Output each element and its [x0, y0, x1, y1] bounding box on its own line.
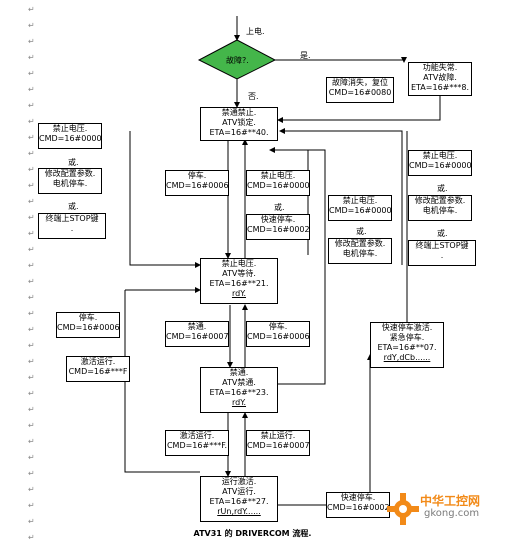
- shutdown-command: 停车. CMD=16#0006: [165, 170, 229, 196]
- paragraph-mark: ↵: [28, 325, 35, 334]
- yes-label: 是.: [300, 51, 311, 60]
- paragraph-mark: ↵: [28, 21, 35, 30]
- power-on-label: 上电.: [246, 27, 265, 36]
- decision-diamond: [197, 39, 277, 80]
- paragraph-mark: ↵: [28, 85, 35, 94]
- paragraph-mark: ↵: [28, 373, 35, 382]
- paragraph-marks: ↵ ↵ ↵ ↵ ↵ ↵ ↵ ↵ ↵ ↵ ↵ ↵ ↵ ↵ ↵ ↵ ↵ ↵ ↵ ↵ ↵ ↵ ↵ ↵ ↵ ↵ ↵ ↵ ↵ ↵ ↵ ↵ ↵ ↵: [28, 0, 40, 545]
- disable-voltage-command-mid: 禁止电压. CMD=16#0000: [246, 170, 310, 196]
- paragraph-mark: ↵: [28, 213, 35, 222]
- or-connector-mid-2: 或.: [356, 227, 367, 236]
- paragraph-mark: ↵: [28, 181, 35, 190]
- or-connector-mid-1: 或.: [274, 203, 285, 212]
- paragraph-mark: ↵: [28, 261, 35, 270]
- watermark-brand-cn: 中华工控网: [420, 494, 481, 508]
- fault-active-state: 功能失常. ATV故障. ETA=16#***8.: [408, 62, 472, 96]
- right-modify-params-condition: 修改配置参数. 电机停车.: [408, 195, 472, 221]
- paragraph-mark: ↵: [28, 437, 35, 446]
- shutdown-command-2: 停车. CMD=16#0006: [246, 321, 310, 347]
- paragraph-mark: ↵: [28, 69, 35, 78]
- right-disable-voltage-command: 禁止电压. CMD=16#0000: [408, 150, 472, 176]
- paragraph-mark: ↵: [28, 421, 35, 430]
- gear-logo-icon: [387, 493, 419, 525]
- paragraph-mark: ↵: [28, 101, 35, 110]
- left-stop-key-condition: 终端上STOP键 .: [38, 213, 106, 239]
- quick-stop-command-mid: 快速停车. CMD=16#0002: [246, 214, 310, 240]
- paragraph-mark: ↵: [28, 117, 35, 126]
- left-disable-voltage-command: 禁止电压. CMD=16#0000: [38, 123, 102, 149]
- disable-voltage-command-mid2: 禁止电压. CMD=16#0000: [328, 195, 392, 221]
- paragraph-mark: ↵: [28, 517, 35, 526]
- right-stop-key-condition: 终端上STOP键 .: [408, 240, 476, 266]
- ready-to-switch-on-state: 禁止电压. ATV等待. ETA=16#**21. rdY.: [200, 258, 278, 304]
- switch-on-command: 禁通. CMD=16#0007: [165, 321, 229, 347]
- paragraph-mark: ↵: [28, 389, 35, 398]
- paragraph-mark: ↵: [28, 197, 35, 206]
- paragraph-mark: ↵: [28, 5, 35, 14]
- or-connector-left-1: 或.: [68, 158, 79, 167]
- or-connector-left-2: 或.: [68, 202, 79, 211]
- paragraph-mark: ↵: [28, 133, 35, 142]
- quick-stop-command-bottom: 快速停车. CMD=16#0002: [326, 492, 390, 518]
- paragraph-mark: ↵: [28, 309, 35, 318]
- paragraph-mark: ↵: [28, 37, 35, 46]
- paragraph-mark: ↵: [28, 405, 35, 414]
- paragraph-mark: ↵: [28, 469, 35, 478]
- paragraph-mark: ↵: [28, 453, 35, 462]
- switch-on-disabled-state: 禁通禁止. ATV锁定. ETA=16#**40.: [200, 107, 278, 141]
- paragraph-mark: ↵: [28, 533, 35, 542]
- paragraph-mark: ↵: [28, 501, 35, 510]
- decision-label: 故障?.: [226, 56, 249, 65]
- paragraph-mark: ↵: [28, 277, 35, 286]
- paragraph-mark: ↵: [28, 357, 35, 366]
- operation-enabled-state: 运行激活. ATV运行. ETA=16#**27. rUn,rdY......: [200, 476, 278, 522]
- paragraph-mark: ↵: [28, 149, 35, 158]
- enable-operation-command-left: 激活运行. CMD=16#***F: [66, 356, 130, 382]
- fault-reset-command: 故障消失，复位 CMD=16#0080: [326, 77, 394, 103]
- watermark-brand-url: gkong.com: [424, 508, 480, 519]
- enable-operation-command: 激活运行. CMD=16#***F.: [165, 430, 229, 456]
- or-connector-right-1: 或.: [437, 184, 448, 193]
- quick-stop-active-state: 快速停车激活. 紧急停车. ETA=16#**07. rdY,dCb......: [370, 322, 444, 368]
- disable-operation-command: 禁止运行. CMD=16#0007: [246, 430, 310, 456]
- modify-params-condition-mid: 修改配置参数. 电机停车.: [328, 238, 392, 264]
- paragraph-mark: ↵: [28, 485, 35, 494]
- watermark-logo: 中华工控网 gkong.com: [384, 486, 502, 530]
- paragraph-mark: ↵: [28, 229, 35, 238]
- shutdown-command-left: 停车. CMD=16#0006: [56, 312, 120, 338]
- paragraph-mark: ↵: [28, 53, 35, 62]
- or-connector-right-2: 或.: [437, 229, 448, 238]
- paragraph-mark: ↵: [28, 245, 35, 254]
- paragraph-mark: ↵: [28, 293, 35, 302]
- paragraph-mark: ↵: [28, 341, 35, 350]
- switched-on-state: 禁通. ATV禁通. ETA=16#**23. rdY.: [200, 367, 278, 413]
- left-modify-params-condition: 修改配置参数. 电机停车.: [38, 168, 102, 194]
- no-label: 否.: [248, 92, 259, 101]
- paragraph-mark: ↵: [28, 165, 35, 174]
- diagram-caption: ATV31 的 DRIVERCOM 流程.: [193, 529, 312, 538]
